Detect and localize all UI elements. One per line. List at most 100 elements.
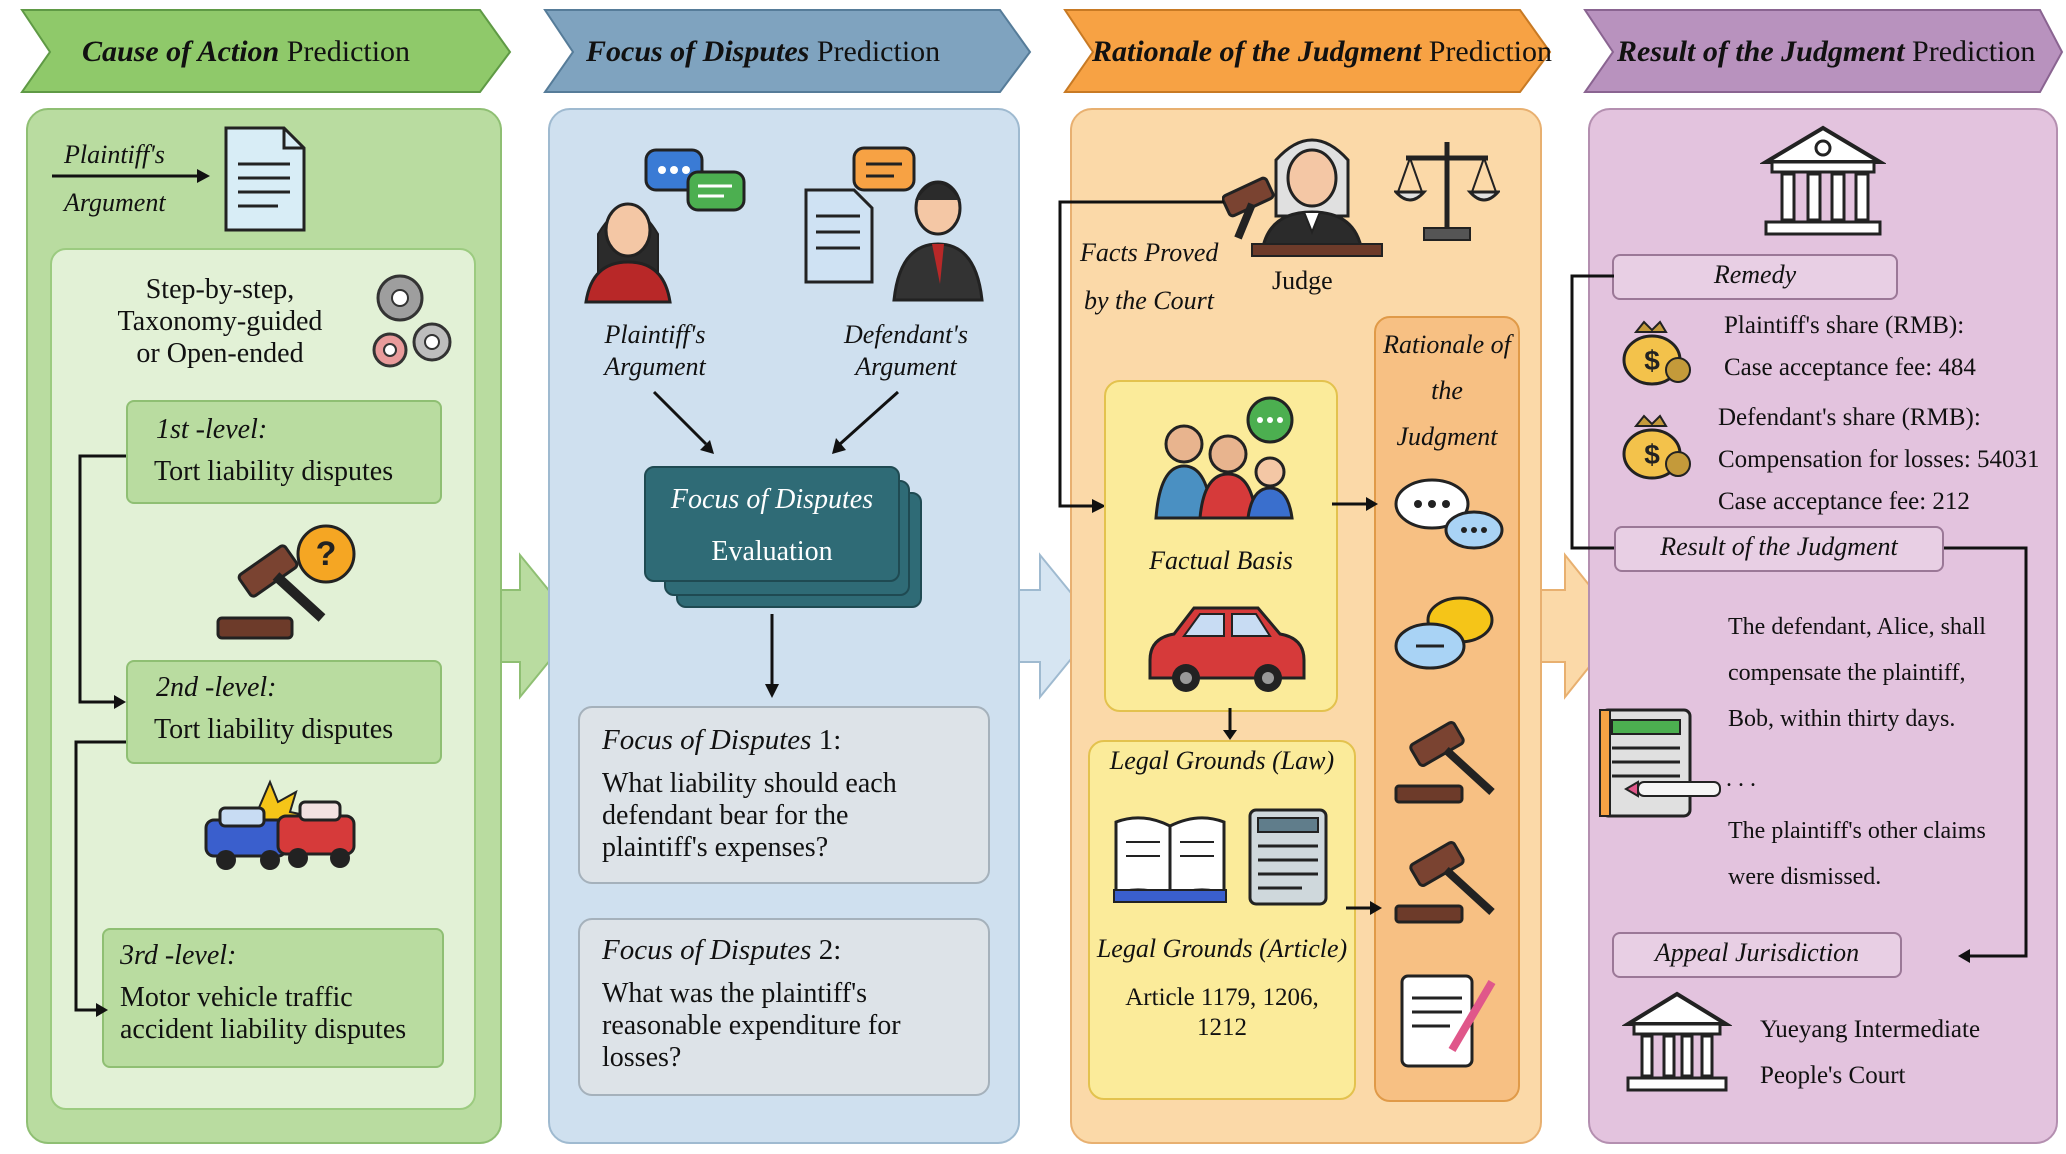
svg-text:?: ? [316, 535, 337, 573]
level2-text: Tort liability disputes [154, 714, 394, 745]
focus-header-title: Focus of Disputes Prediction [586, 35, 941, 68]
result-line5: were dismissed. [1728, 864, 1882, 890]
level1-label: 1st -level: [156, 414, 268, 445]
car-crash-icon [204, 779, 356, 870]
plaintiff-fee: Case acceptance fee: 484 [1724, 354, 1976, 381]
focus-header-banner [543, 9, 1032, 93]
rat-line3: Judgment [1396, 422, 1498, 451]
rat-line1: Rationale of [1383, 330, 1511, 359]
gavel-icon-2 [1394, 841, 1495, 924]
legal-law-label: Legal Grounds (Law) [1109, 746, 1335, 775]
arrow-factual-to-rationale [1332, 497, 1378, 511]
level-connector-lines [74, 454, 126, 1017]
articles-line2: 1212 [1197, 1014, 1247, 1041]
focus-defendant-line2: Argument [855, 352, 957, 381]
arrow-legal-to-rationale [1346, 901, 1382, 915]
scroll-pen-icon [1400, 974, 1496, 1068]
svg-text:$: $ [1644, 439, 1660, 470]
level2-box [126, 660, 442, 764]
facts-line2: by the Court [1084, 286, 1214, 315]
defendant-share: Defendant's share (RMB): [1718, 404, 1981, 431]
method-line1: Step-by-step, [145, 274, 295, 305]
courthouse-icon [1760, 125, 1886, 236]
level2-label: 2nd -level: [156, 672, 277, 703]
rat-line2: the [1431, 376, 1463, 405]
facts-connector [1058, 200, 1224, 513]
focus-plaintiff-line2: Argument [604, 352, 706, 381]
arrow-right-icon [52, 169, 210, 183]
cause-header-title: Cause of Action Prediction [82, 35, 411, 68]
level3-box [102, 928, 444, 1068]
court-building-icon [1622, 991, 1732, 1092]
result-label: Result of the Judgment [1660, 532, 1898, 561]
method-line3: or Open-ended [136, 338, 304, 369]
level3-text-line2: accident liability disputes [120, 1014, 407, 1045]
focus-q2-line2: reasonable expenditure for [602, 1010, 901, 1041]
people-icon [1154, 396, 1294, 520]
appeal-box [1612, 932, 1902, 978]
document-icon [224, 126, 306, 232]
focus-q2-box [578, 918, 990, 1096]
judge-label: Judge [1272, 266, 1333, 295]
focus-q1-box [578, 706, 990, 884]
cause-plaintiff-arg-line2: Argument [64, 188, 166, 217]
result-header-banner [1583, 9, 2064, 93]
money-bag-icon-1: $ [1622, 320, 1691, 386]
articles-line1: Article 1179, 1206, [1125, 984, 1319, 1011]
result-line4: The plaintiff's other claims [1728, 818, 1986, 844]
court-line2: People's Court [1760, 1062, 1906, 1089]
focus-q1-title: Focus of Disputes 1: [602, 724, 842, 756]
rationale-header-banner [1063, 9, 1552, 93]
scales-icon [1394, 142, 1500, 241]
focus-q1-line3: plaintiff's expenses? [602, 832, 829, 863]
focus-q2-line1: What was the plaintiff's [602, 978, 868, 1009]
eval-box [644, 466, 900, 582]
result-label-box [1614, 526, 1944, 572]
result-to-appeal-connector [1944, 546, 2028, 963]
plaintiff-woman-icon [584, 148, 746, 304]
red-car-icon [1148, 606, 1306, 692]
focus-q1-line1: What liability should each [602, 768, 897, 799]
remedy-label: Remedy [1713, 260, 1797, 289]
defendant-fee: Case acceptance fee: 212 [1718, 488, 1970, 515]
defendant-comp: Compensation for losses: 54031 [1718, 446, 2040, 473]
legal-article-label: Legal Grounds (Article) [1096, 934, 1348, 963]
result-ellipsis: . . . [1726, 766, 1756, 792]
focus-q1-line2: defendant bear for the [602, 800, 849, 831]
legal-grounds-box [1088, 740, 1356, 1100]
result-line3: Bob, within thirty days. [1728, 706, 1956, 732]
level1-text: Tort liability disputes [154, 456, 394, 487]
result-line2: compensate the plaintiff, [1728, 660, 1966, 686]
level1-box [126, 400, 442, 504]
focus-q2-title: Focus of Disputes 2: [602, 934, 842, 966]
court-line1: Yueyang Intermediate [1760, 1016, 1981, 1043]
rationale-header-title: Rationale of the Judgment Prediction [1092, 35, 1553, 68]
plaintiff-share: Plaintiff's share (RMB): [1724, 312, 1965, 339]
facts-line1: Facts Proved [1080, 238, 1219, 267]
focus-arrows [652, 390, 900, 698]
remedy-connector [1570, 274, 1628, 555]
level3-label: 3rd -level: [120, 940, 237, 971]
thought-bubbles-icon [1394, 478, 1504, 550]
level3-text-line1: Motor vehicle traffic [120, 982, 353, 1013]
law-book-icon [1113, 816, 1227, 903]
arrow-factual-to-legal [1223, 708, 1237, 740]
header-banners [20, 9, 2064, 93]
focus-plaintiff-line1: Plaintiff's [604, 320, 706, 349]
svg-text:$: $ [1644, 345, 1660, 376]
judge-icon [1222, 138, 1383, 257]
result-line1: The defendant, Alice, shall [1728, 614, 1986, 640]
focus-q2-line3: losses? [602, 1042, 682, 1073]
eval-line2: Evaluation [711, 536, 833, 567]
gavel-icon-1 [1394, 721, 1495, 804]
appeal-label: Appeal Jurisdiction [1654, 938, 1860, 967]
factual-basis-label: Factual Basis [1149, 546, 1293, 575]
document-pen-icon [1599, 708, 1721, 818]
gavel-question-icon: ? [216, 524, 356, 640]
eval-line1: Focus of Disputes [670, 484, 874, 515]
method-line2: Taxonomy-guided [117, 306, 323, 337]
cause-header-banner [20, 9, 512, 93]
cause-plaintiff-arg-line1: Plaintiff's [64, 140, 165, 169]
newspaper-icon [1248, 808, 1328, 906]
money-bag-icon-2: $ [1622, 414, 1691, 480]
